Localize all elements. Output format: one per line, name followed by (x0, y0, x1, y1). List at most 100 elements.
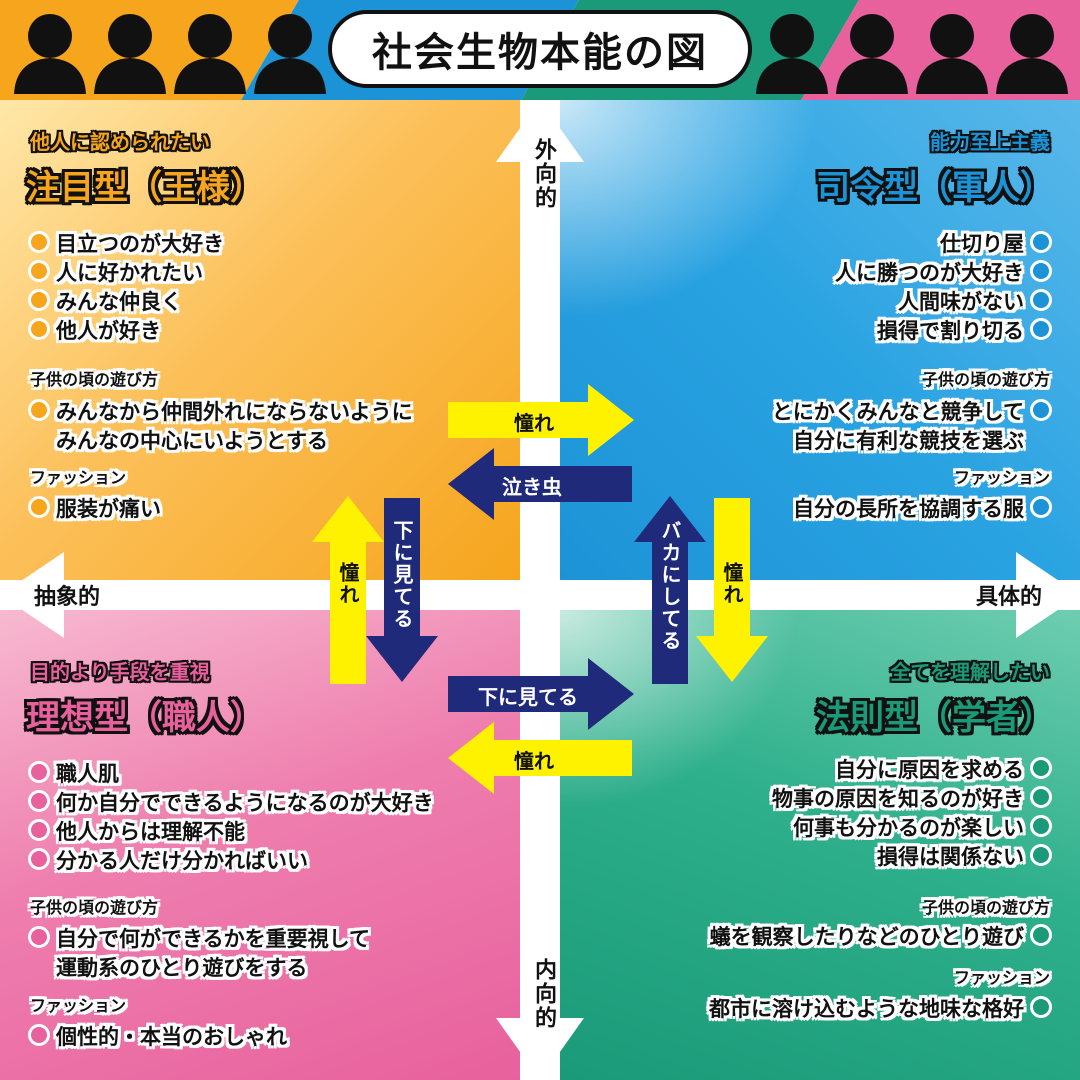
green-bullet-icon (1030, 844, 1052, 866)
green-bullet-icon (1030, 924, 1052, 946)
quadrant-law-bg (560, 610, 1080, 1080)
orange-bullet-icon (28, 399, 50, 421)
br-fashion: 都市に溶け込むような地味な格好 (709, 993, 1052, 1023)
person-silhouette-icon (836, 14, 908, 94)
arrow-admire-right (448, 384, 634, 456)
tl-trait: 他人が好き (28, 315, 161, 345)
br-trait: 自分に原因を求める (835, 754, 1052, 784)
bl-fashion: 個性的・本当のおしゃれ (28, 1021, 287, 1051)
arrow-label-admire-up: 憧れ (336, 562, 360, 606)
pink-bullet-icon (28, 926, 50, 948)
pink-bullet-icon (28, 761, 50, 783)
arrow-label-admire-down: 憧れ (720, 562, 744, 606)
orange-bullet-icon (28, 289, 50, 311)
tl-play-line: みんなの中心にいようとする (56, 429, 328, 453)
br-play-label: 子供の頃の遊び方 (921, 898, 1050, 917)
br-subtitle: 全てを理解したい (890, 660, 1050, 684)
bl-fashion-label: ファッション (30, 996, 127, 1015)
bl-trait: 何か自分でできるようになるのが大好き (28, 787, 434, 817)
arrow-look-down-right (448, 658, 634, 730)
person-silhouette-icon (174, 14, 246, 94)
quadrant-ideal-bg (0, 610, 520, 1080)
tl-fashion: 服装が痛い (28, 493, 161, 523)
person-silhouette-icon (254, 14, 326, 94)
green-bullet-icon (1030, 996, 1052, 1018)
arrow-label-mock: バカにしてる (658, 520, 682, 652)
orange-bullet-icon (28, 260, 50, 282)
tl-fashion-label: ファッション (30, 468, 127, 487)
bl-play-line: 運動系のひとり遊びをする (56, 956, 308, 980)
quadrant-commander-bg (560, 100, 1080, 580)
br-trait: 損得は関係ない (877, 841, 1052, 871)
tr-heading: 司令型（軍人） (816, 168, 1054, 208)
arrow-mock-up (634, 496, 706, 684)
pink-bullet-icon (28, 848, 50, 870)
person-silhouette-icon (94, 14, 166, 94)
tl-trait: 人に好かれたい (28, 257, 203, 287)
br-play-line: 蟻を観察したりなどのひとり遊び (710, 921, 1052, 951)
bl-heading: 理想型（職人） (26, 698, 264, 738)
tr-fashion: 自分の長所を協調する服 (793, 493, 1052, 523)
tl-subtitle: 他人に認められたい (30, 130, 210, 154)
tl-trait: みんな仲良く (28, 286, 182, 316)
arrow-label-admire-left: 憧れ (514, 749, 554, 773)
tl-trait: 目立つのが大好き (28, 228, 224, 258)
br-trait: 何事も分かるのが楽しい (793, 812, 1052, 842)
tl-heading: 注目型（王様） (26, 168, 264, 208)
bl-play-line: 自分で何ができるかを重要視して (28, 923, 370, 953)
bl-trait: 分かる人だけ分かればいい (28, 845, 308, 875)
page-title-box: 社会生物本能の図 (328, 10, 752, 88)
orange-bullet-icon (28, 231, 50, 253)
br-trait: 物事の原因を知るのが好き (772, 783, 1052, 813)
tr-play-label: 子供の頃の遊び方 (921, 370, 1050, 389)
blue-bullet-icon (1030, 496, 1052, 518)
tr-play-line: 自分に有利な競技を選ぶ (793, 429, 1024, 453)
arrow-admire-left (448, 722, 632, 794)
tr-subtitle: 能力至上主義 (930, 130, 1050, 154)
tr-trait: 仕切り屋 (940, 228, 1052, 258)
green-bullet-icon (1030, 757, 1052, 779)
arrow-label-look-down-right: 下に見てる (478, 685, 578, 709)
pink-bullet-icon (28, 819, 50, 841)
tl-play-label: 子供の頃の遊び方 (30, 370, 159, 389)
person-silhouette-icon (916, 14, 988, 94)
blue-bullet-icon (1030, 289, 1052, 311)
br-fashion-label: ファッション (953, 968, 1050, 987)
arrow-admire-down (696, 498, 768, 682)
arrow-label-crybaby: 泣き虫 (502, 475, 562, 499)
blue-bullet-icon (1030, 399, 1052, 421)
arrow-label-look-down-vertical: 下に見てる (390, 520, 414, 630)
tr-fashion-label: ファッション (953, 468, 1050, 487)
page-title: 社会生物本能の図 (372, 30, 708, 76)
blue-bullet-icon (1030, 231, 1052, 253)
pink-bullet-icon (28, 790, 50, 812)
arrow-admire-up (312, 496, 384, 684)
orange-bullet-icon (28, 318, 50, 340)
blue-bullet-icon (1030, 260, 1052, 282)
green-bullet-icon (1030, 815, 1052, 837)
tr-play-line: とにかくみんなと競争して (772, 396, 1052, 426)
tr-trait: 損得で割り切る (877, 315, 1052, 345)
arrow-crybaby-left (448, 448, 632, 520)
bl-subtitle: 目的より手段を重視 (30, 660, 210, 684)
blue-bullet-icon (1030, 318, 1052, 340)
pink-bullet-icon (28, 1024, 50, 1046)
quadrant-attention-bg (0, 100, 520, 580)
orange-bullet-icon (28, 496, 50, 518)
tr-trait: 人に勝つのが大好き (835, 257, 1052, 287)
bl-trait: 職人肌 (28, 758, 119, 788)
person-silhouette-icon (756, 14, 828, 94)
person-silhouette-icon (996, 14, 1068, 94)
green-bullet-icon (1030, 786, 1052, 808)
tl-play-line: みんなから仲間外れにならないように (28, 396, 413, 426)
arrow-look-down-vertical (366, 498, 438, 682)
axis-label-abstract: 抽象的 (34, 585, 101, 610)
bl-trait: 他人からは理解不能 (28, 816, 245, 846)
axis-label-extroverted: 外向的 (531, 138, 556, 210)
person-silhouette-icon (14, 14, 86, 94)
axis-label-concrete: 具体的 (976, 585, 1043, 610)
arrow-label-admire-right: 憧れ (514, 411, 554, 435)
